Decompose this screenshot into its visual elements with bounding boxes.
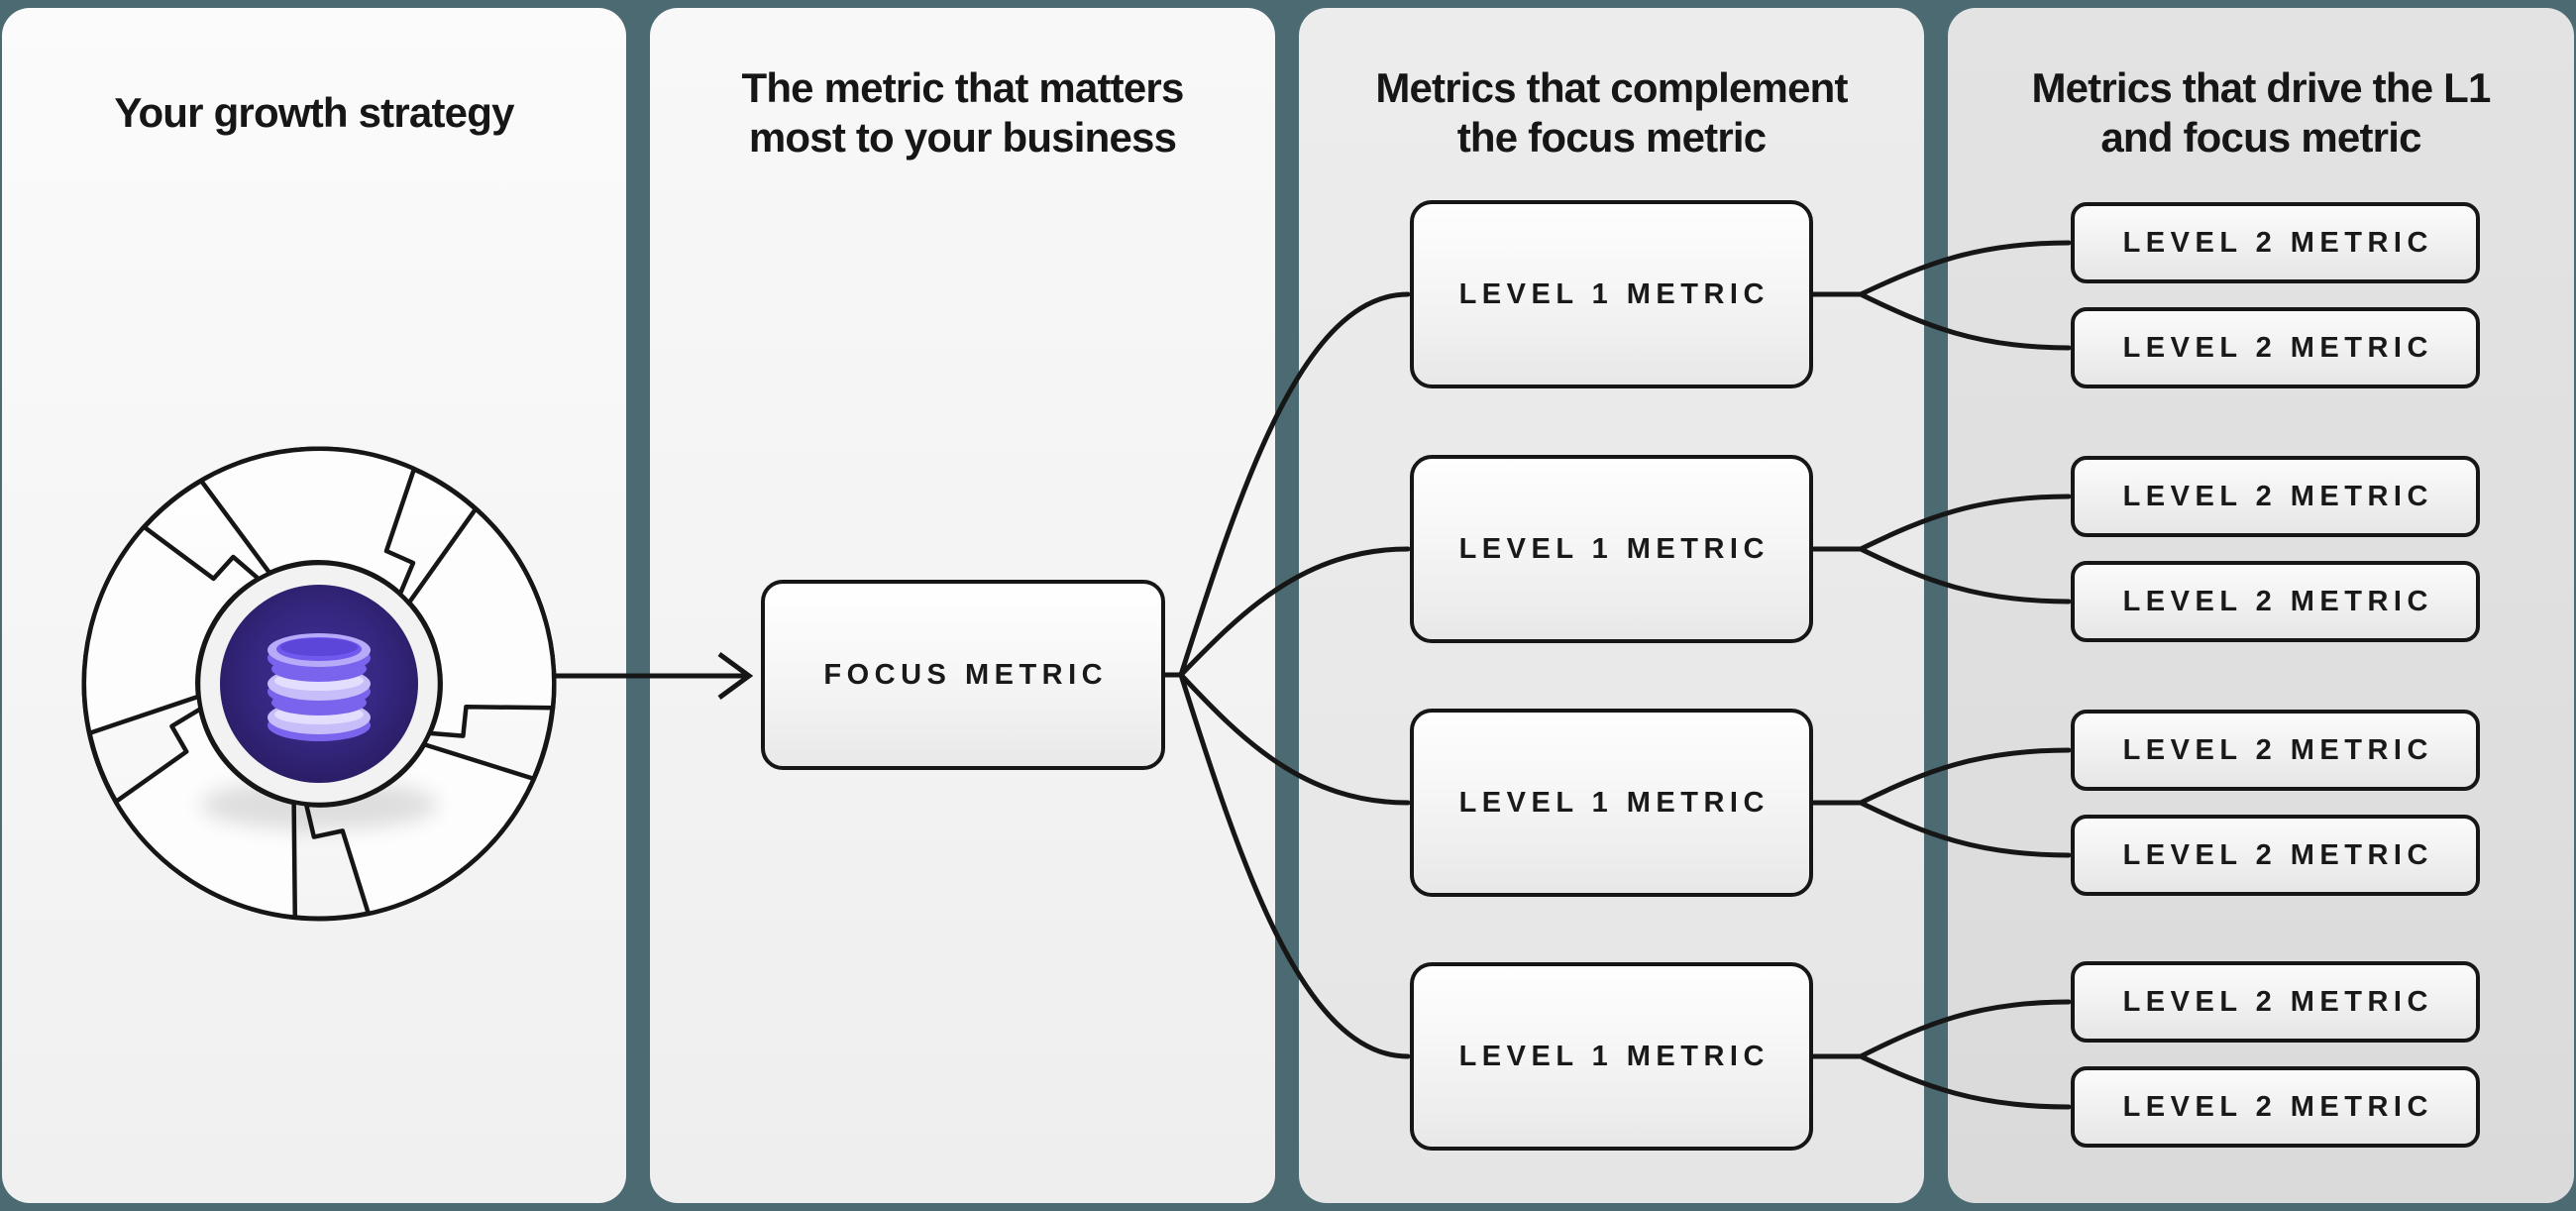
panel-title-line: the focus metric	[1456, 114, 1767, 161]
level2-metric-label: LEVEL 2 METRIC	[2122, 985, 2433, 1018]
level2-metric-label: LEVEL 2 METRIC	[2122, 838, 2433, 871]
panel-title: Metrics that drive the L1 and focus metr…	[1948, 44, 2574, 182]
panel-title-line: Metrics that drive the L1	[2031, 64, 2491, 111]
panel-title-line: Metrics that complement	[1375, 64, 1848, 111]
panel-title-line: and focus metric	[2100, 114, 2421, 161]
focus-metric-box: FOCUS METRIC	[761, 580, 1165, 770]
level1-metric-label: LEVEL 1 METRIC	[1458, 277, 1770, 310]
level2-metric-box: LEVEL 2 METRIC	[2071, 815, 2480, 896]
level1-metric-box: LEVEL 1 METRIC	[1410, 455, 1813, 643]
level2-metric-label: LEVEL 2 METRIC	[2122, 226, 2433, 259]
focus-metric-label: FOCUS METRIC	[823, 658, 1109, 691]
panel-title: Your growth strategy	[2, 44, 626, 182]
level2-metric-label: LEVEL 2 METRIC	[2122, 585, 2433, 617]
level2-metric-box: LEVEL 2 METRIC	[2071, 710, 2480, 791]
level2-metric-box: LEVEL 2 METRIC	[2071, 961, 2480, 1043]
level2-metric-label: LEVEL 2 METRIC	[2122, 331, 2433, 364]
level2-metric-box: LEVEL 2 METRIC	[2071, 456, 2480, 537]
panel-title-line: most to your business	[748, 114, 1177, 161]
panel-title-line: The metric that matters	[741, 64, 1184, 111]
level2-metric-label: LEVEL 2 METRIC	[2122, 480, 2433, 512]
panel-title-line: Your growth strategy	[114, 89, 514, 136]
panel-growth-strategy: Your growth strategy	[2, 8, 626, 1203]
level2-metric-box: LEVEL 2 METRIC	[2071, 307, 2480, 388]
level2-metric-label: LEVEL 2 METRIC	[2122, 733, 2433, 766]
level1-metric-box: LEVEL 1 METRIC	[1410, 962, 1813, 1151]
panel-title: The metric that matters most to your bus…	[650, 44, 1275, 182]
level2-metric-box: LEVEL 2 METRIC	[2071, 1066, 2480, 1148]
level1-metric-label: LEVEL 1 METRIC	[1458, 786, 1770, 819]
level1-metric-box: LEVEL 1 METRIC	[1410, 200, 1813, 388]
panel-title: Metrics that complement the focus metric	[1299, 44, 1924, 182]
level1-metric-label: LEVEL 1 METRIC	[1458, 532, 1770, 565]
level1-metric-label: LEVEL 1 METRIC	[1458, 1040, 1770, 1072]
level2-metric-box: LEVEL 2 METRIC	[2071, 202, 2480, 283]
level2-metric-box: LEVEL 2 METRIC	[2071, 561, 2480, 642]
level2-metric-label: LEVEL 2 METRIC	[2122, 1090, 2433, 1123]
level1-metric-box: LEVEL 1 METRIC	[1410, 709, 1813, 897]
